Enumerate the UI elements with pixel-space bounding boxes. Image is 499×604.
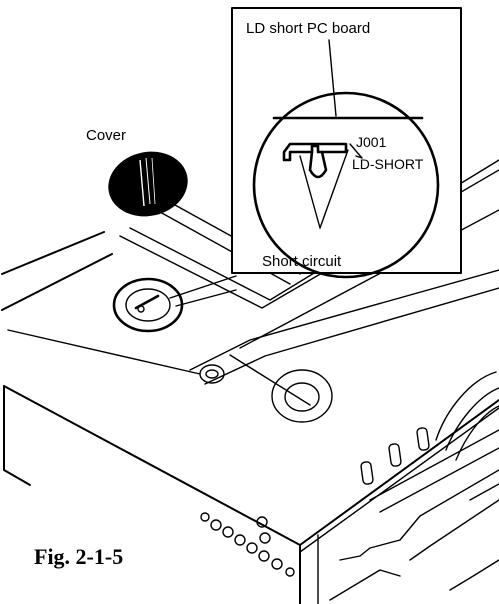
cover [108, 151, 188, 217]
short-circuit-label: Short circuit [262, 253, 342, 270]
cover-label: Cover [86, 127, 126, 144]
front-edge-holes [200, 512, 295, 577]
board-label: LD short PC board [246, 20, 370, 37]
ld-short-label: LD-SHORT [352, 156, 424, 172]
jumper-j001 [282, 142, 363, 179]
detail-leader-line [169, 275, 237, 299]
chassis [1, 159, 499, 604]
detail-callout [231, 7, 462, 279]
jumper-label: J001 [356, 134, 387, 150]
screw-hole [112, 277, 184, 333]
figure-caption: Fig. 2-1-5 [34, 544, 123, 569]
